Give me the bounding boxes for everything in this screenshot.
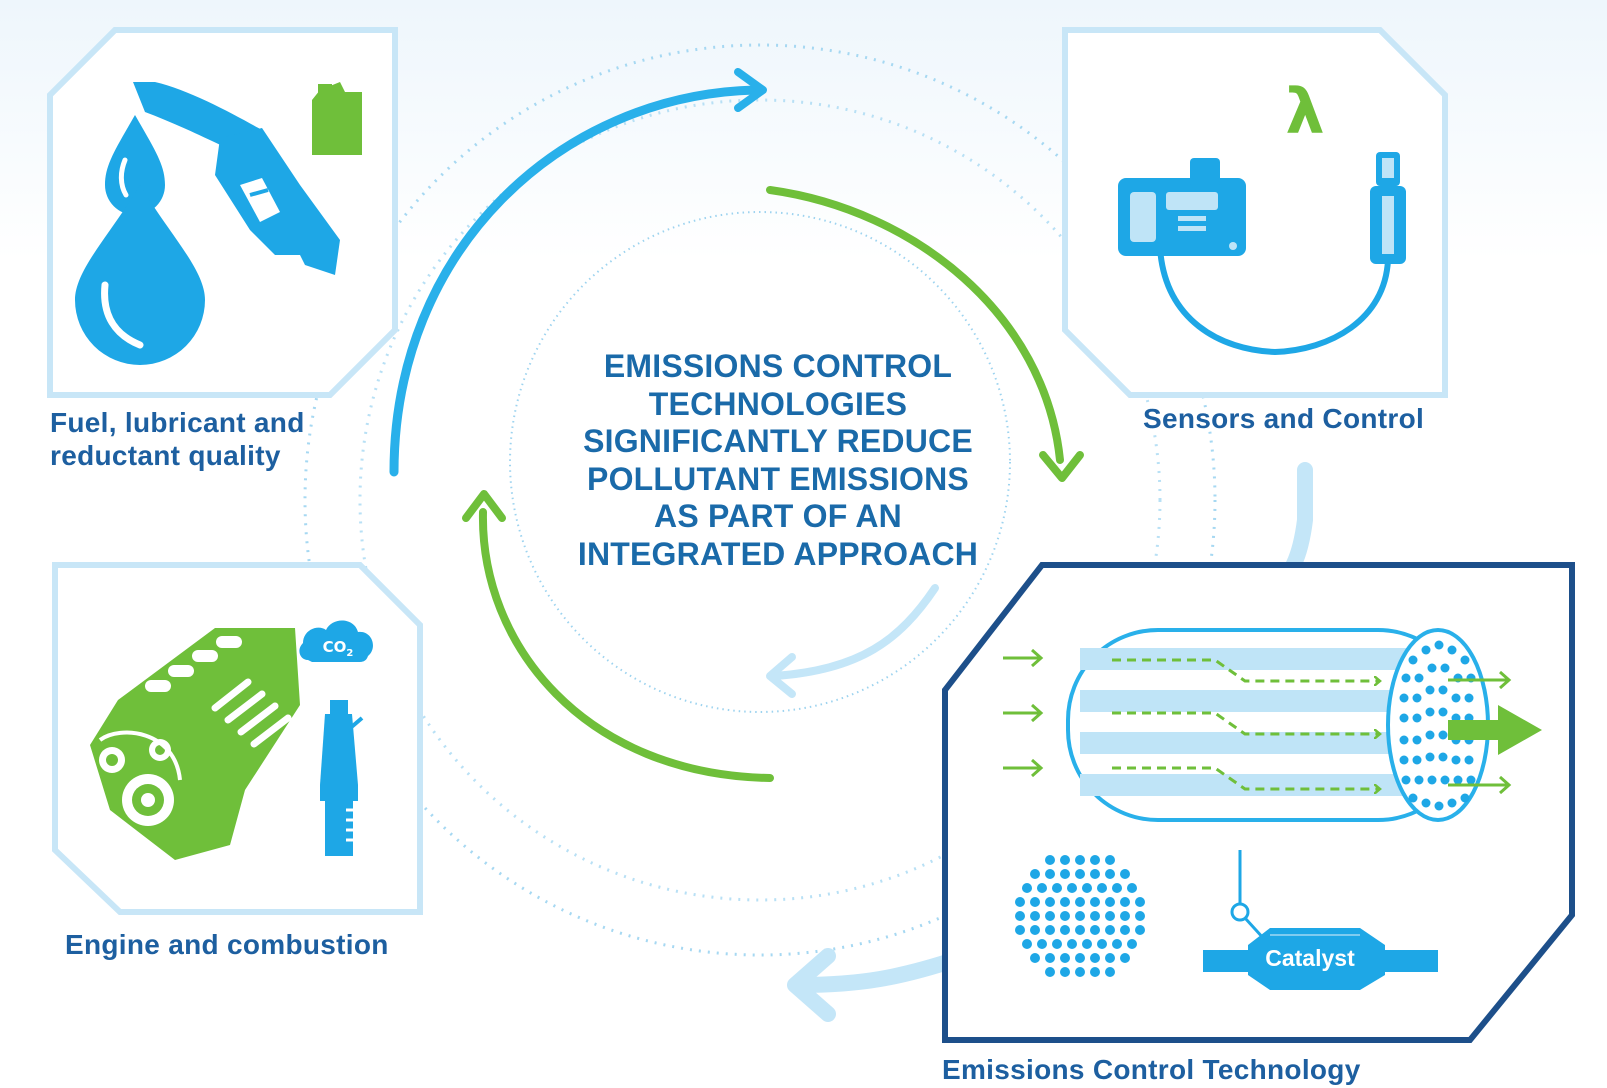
green-arc-arrow-right — [766, 186, 1064, 464]
green-arc-arrow-left — [478, 508, 774, 782]
lambda-icon: λ — [1285, 75, 1324, 148]
ect-label: Emissions Control Technology — [942, 1054, 1361, 1085]
engine-label: Engine and combustion — [65, 929, 389, 960]
dotted-rings — [303, 43, 1217, 957]
catalyst-label: Catalyst — [1265, 945, 1355, 971]
catalytic-converter-icon — [1203, 850, 1438, 990]
fuel-panel — [47, 27, 398, 398]
sensors-panel: λ — [1062, 27, 1448, 398]
co2-text: CO — [323, 638, 347, 656]
sensor-cable — [1157, 247, 1391, 356]
engine-panel: CO2 — [52, 562, 423, 915]
substrate-channels-icon — [1066, 628, 1490, 822]
co2-subscript: 2 — [346, 648, 353, 659]
fuel-label-line-1: Fuel, lubricant and — [50, 407, 305, 438]
blue-arc-arrow — [389, 85, 760, 477]
center-line-3: SIGNIFICANTLY REDUCE — [583, 423, 973, 459]
inner-light-arrowhead — [766, 653, 796, 698]
center-line-6: INTEGRATED APPROACH — [577, 535, 979, 572]
control-unit-icon — [1118, 158, 1246, 256]
center-line-2: TECHNOLOGIES — [648, 385, 908, 422]
co2-cloud-icon: CO2 — [299, 620, 373, 662]
monolith-face-icon — [1015, 855, 1145, 977]
outlet-arrows — [1448, 670, 1512, 795]
fuel-label-line-2: reductant quality — [50, 440, 281, 471]
ect-to-engine-arrow — [792, 950, 968, 993]
inner-light-arrow — [771, 584, 939, 680]
blue-arc-arrowhead — [734, 68, 767, 112]
green-arc-arrowhead-left — [462, 490, 506, 522]
ect-to-engine-arrowhead — [787, 948, 836, 1022]
green-arc-arrowhead-right — [1039, 451, 1084, 482]
main-outlet-arrow — [1448, 705, 1542, 755]
svg-text:CO2: CO2 — [323, 638, 354, 659]
oxygen-sensor-icon — [1370, 152, 1406, 264]
center-line-1: EMISSIONS CONTROL — [603, 348, 953, 384]
fuel-nozzle-icon — [133, 82, 340, 275]
center-line-4: POLLUTANT EMISSIONS — [587, 460, 969, 497]
flow-dashes — [1112, 658, 1380, 789]
oil-canister-icon — [312, 82, 362, 155]
engine-block-icon — [90, 628, 300, 860]
ect-panel — [942, 562, 1575, 1043]
inlet-arrows — [1003, 648, 1044, 778]
center-message: EMISSIONS CONTROL TECHNOLOGIES SIGNIFICA… — [548, 348, 1008, 573]
center-line-5: AS PART OF AN — [654, 498, 902, 534]
fuel-drops-icon — [75, 115, 205, 365]
spark-plug-icon — [320, 700, 364, 856]
sensors-label: Sensors and Control — [1143, 403, 1425, 434]
fuel-label: Fuel, lubricant and reductant quality — [50, 406, 305, 472]
